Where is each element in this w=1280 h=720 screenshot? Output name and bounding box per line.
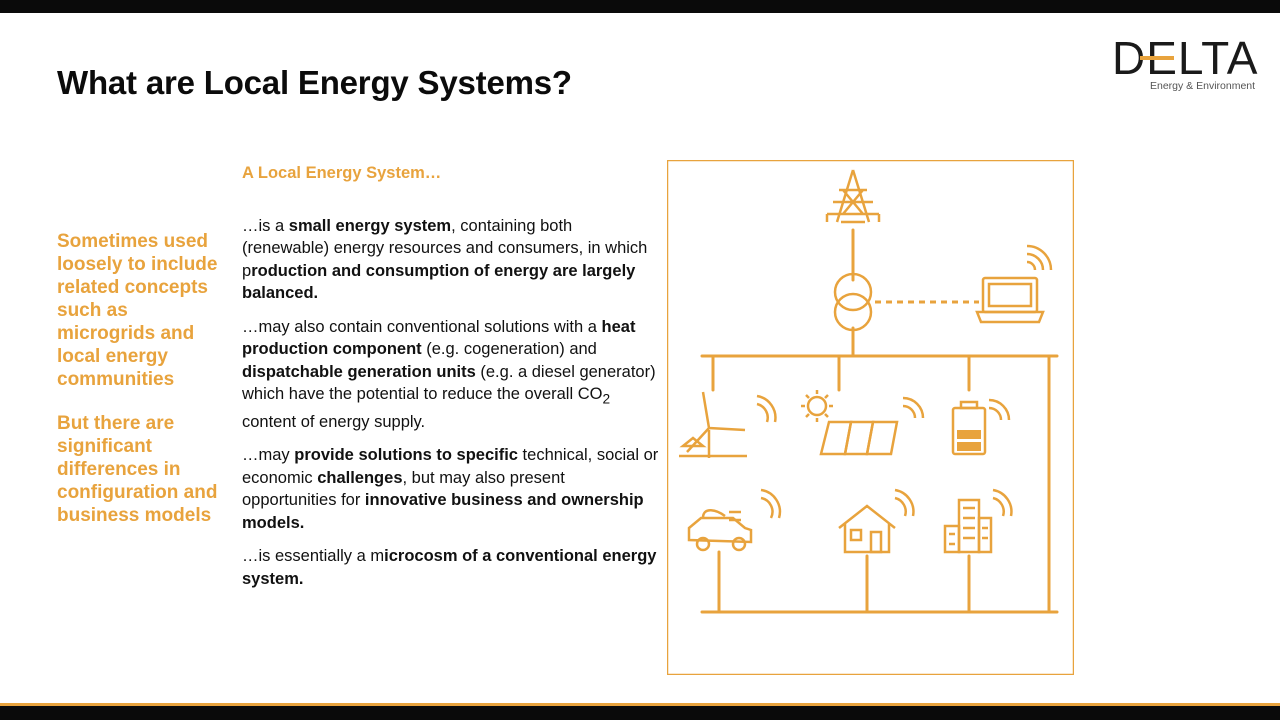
electric-car-icon [687,488,782,552]
p2-bold-1: heat production component [242,317,636,359]
slide-title: What are Local Energy Systems? [57,64,572,101]
main-text: A Local Energy System… …is a small energ… [242,162,662,601]
side-note-2: But there are significant differences in… [57,413,218,526]
p3-text-d: , but may also present opportunities for [242,468,565,510]
p1-bold-1: small energy system [288,216,452,235]
battery-icon [951,398,1011,456]
logo-subtitle: Energy & Environment [1150,80,1256,92]
p3-bold-1: provide solutions to specific [294,446,518,465]
wind-turbine-icon [679,391,747,458]
transformer-icon [833,272,873,332]
p4-bold-1: icrocosm of a conventional energy system… [242,547,657,588]
logo-accent-bar [1140,56,1174,60]
p1-bold-2: roduction and consumption of energy are … [242,261,636,303]
p2-bold-2: dispatchable generation units [242,362,476,381]
signal-icon [756,394,777,423]
p3-bold-3: innovative business and ownership models… [242,491,644,532]
paragraph-2: …may also contain conventional solutions… [242,316,662,434]
p1-text-c: , containing both (renewable) energy res… [242,216,648,280]
p2-subscript: 2 [602,391,611,407]
side-notes: Sometimes used loosely to include relate… [57,230,222,548]
buildings-icon [943,488,1013,554]
side-note-1: Sometimes used loosely to include relate… [57,231,218,390]
p2-text-e: content of energy supply. [242,412,426,431]
house-icon [838,488,915,554]
main-heading: A Local Energy System… [242,164,442,182]
p2-text-c: (e.g. cogeneration) and [421,340,597,358]
p2-text-d: (e.g. a diesel generator) which have the… [242,362,656,404]
paragraph-3: …may provide solutions to specific techn… [242,444,662,534]
pylon-icon [825,169,881,224]
delta-logo: DELTA Energy & Environment [1112,34,1262,94]
p3-bold-2: challenges [317,468,403,487]
p3-text-a: …may [242,446,295,465]
top-bar [0,0,1280,13]
p3-text-c: technical, social or economic [242,446,659,487]
local-energy-diagram [667,160,1074,675]
paragraph-1: …is a small energy system, containing bo… [242,215,662,305]
paragraph-4: …is essentially a microcosm of a convent… [242,545,662,590]
solar-panel-icon [801,390,925,456]
p1-text-a: …is a [242,216,289,235]
bottom-bar [0,703,1280,720]
p4-text-a: …is essentially a m [242,547,385,566]
laptop-icon [975,244,1053,324]
logo-word: DELTA [1112,32,1259,84]
p2-text-a: …may also contain conventional solutions… [242,317,602,336]
